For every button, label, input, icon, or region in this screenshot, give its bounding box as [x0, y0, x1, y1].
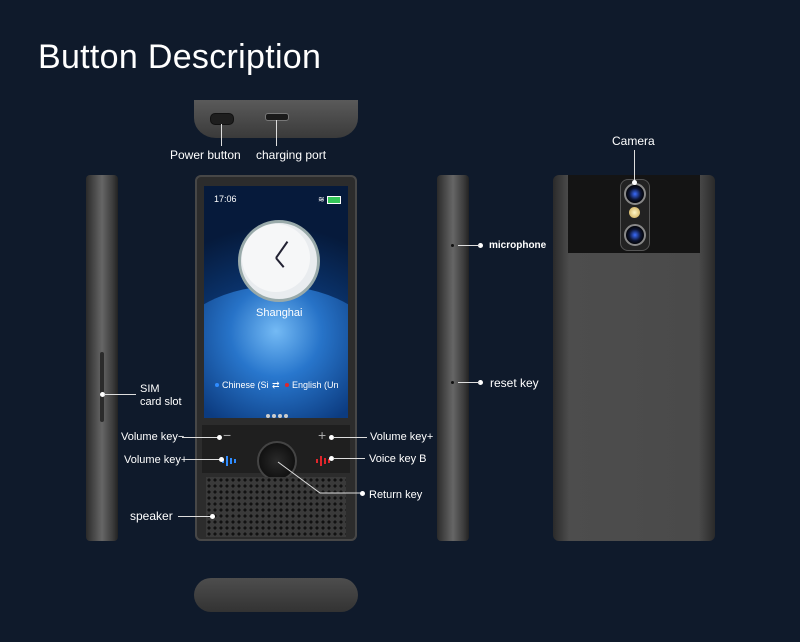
mic-dot [478, 243, 483, 248]
page-title: Button Description [38, 38, 322, 76]
voice-key-b-label: Voice key B [369, 453, 427, 465]
reset-dot [478, 380, 483, 385]
page-dot-2 [272, 414, 276, 418]
speaker-leader [178, 516, 212, 517]
reset-key-hole[interactable] [451, 381, 454, 384]
vol-plus-left-leader [186, 459, 220, 460]
camera-lens-top [624, 183, 646, 205]
camera-dot [632, 180, 637, 185]
page-dot-1 [266, 414, 270, 418]
lang-right-dot [285, 383, 289, 387]
camera-lens-bottom [624, 224, 646, 246]
return-key-label: Return key [369, 489, 423, 501]
page-dot-4 [284, 414, 288, 418]
sim-leader [104, 394, 136, 395]
device-bottom-view [194, 578, 358, 612]
mic-leader [458, 245, 480, 246]
volume-minus-label: Volume key− [121, 431, 185, 443]
port-leader [276, 120, 277, 146]
power-button-label: Power button [170, 148, 241, 162]
swap-icon[interactable]: ⇄ [272, 380, 280, 390]
lang-left-dot [215, 383, 219, 387]
wifi-icon: ≋ [318, 195, 325, 204]
page-dot-3 [278, 414, 282, 418]
voice-b-dot [329, 456, 334, 461]
camera-leader [634, 150, 635, 182]
vol-plus-right-dot [329, 435, 334, 440]
camera-label: Camera [612, 134, 655, 148]
sim-label-2: card slot [140, 396, 182, 408]
voice-key-b[interactable] [316, 453, 330, 466]
volume-up-key[interactable]: + [318, 427, 327, 443]
vol-minus-leader [182, 437, 218, 438]
volume-down-key[interactable]: − [223, 427, 232, 443]
reset-key-label: reset key [490, 376, 539, 390]
device-right-side [437, 175, 469, 541]
microphone-label: microphone [489, 240, 547, 251]
voice-b-icon [316, 456, 330, 466]
language-right[interactable]: English (Un [292, 380, 339, 390]
sim-label-1: SIM [140, 383, 160, 395]
speaker-grille [206, 477, 346, 537]
city-name: Shanghai [256, 307, 303, 319]
power-button[interactable] [210, 113, 234, 125]
language-left[interactable]: Chinese (Si [222, 380, 269, 390]
vol-minus-dot [217, 435, 222, 440]
battery-icon [327, 196, 341, 204]
sim-card-slot[interactable] [100, 352, 104, 422]
sim-dot [100, 392, 105, 397]
charging-port-label: charging port [256, 148, 327, 162]
status-time: 17:06 [214, 194, 237, 204]
return-dot [360, 491, 365, 496]
speaker-dot [210, 514, 215, 519]
voice-b-leader [333, 458, 365, 459]
volume-plus-left-label: Volume key+ [124, 454, 188, 466]
power-leader [221, 124, 222, 146]
camera-flash [629, 207, 640, 218]
charging-port [265, 113, 289, 121]
reset-leader [458, 382, 480, 383]
earth-wallpaper [204, 286, 348, 418]
volume-plus-right-label: Volume key+ [370, 431, 434, 443]
microphone-hole [451, 244, 454, 247]
vol-plus-right-leader [333, 437, 367, 438]
vol-plus-left-dot [219, 457, 224, 462]
speaker-label: speaker [130, 509, 173, 523]
